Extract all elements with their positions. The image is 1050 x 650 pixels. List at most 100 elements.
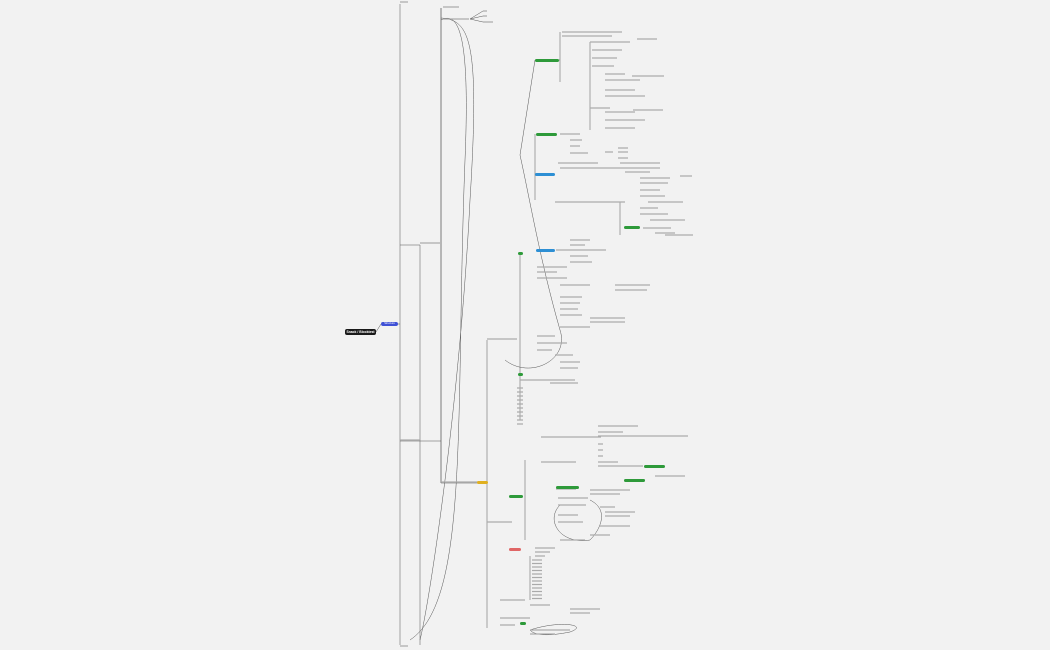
leaf-text-placeholder [560,326,590,328]
leaf-text-placeholder [598,435,688,437]
long-curve-1 [419,17,475,641]
connector-line [469,18,484,23]
leaf-text-placeholder [632,75,664,77]
leaf-text-placeholder [558,504,586,506]
leaf-text-placeholder [537,335,555,337]
leaf-text-placeholder [483,21,493,23]
leaf-text-placeholder [560,167,660,169]
branch-badge-green-6[interactable] [624,226,640,229]
leaf-text-placeholder [560,284,590,286]
branch-badge-green-7[interactable] [624,479,645,482]
leaf-text-placeholder [633,109,663,111]
leaf-text-placeholder [532,580,542,582]
main-topic-label: Structure [384,322,395,325]
leaf-text-placeholder [530,629,570,631]
leaf-text-placeholder [605,73,625,75]
leaf-text-placeholder [532,597,542,600]
branch-badge-green-1[interactable] [535,59,559,62]
leaf-text-placeholder [558,514,578,516]
leaf-text-placeholder [640,213,668,215]
leaf-text-placeholder [560,133,580,135]
leaf-text-placeholder [400,1,408,3]
leaf-text-placeholder [598,449,603,451]
branch-badge-red[interactable] [509,548,521,551]
leaf-text-placeholder [517,399,523,401]
branch-dot-green-3[interactable] [520,622,526,625]
leaf-text-placeholder [535,547,555,549]
leaf-text-placeholder [570,612,590,614]
branch-dot-green-2[interactable] [518,373,523,376]
leaf-text-placeholder [648,201,683,203]
leaf-text-placeholder [541,436,601,438]
leaf-text-placeholder [556,249,606,251]
connector-line [469,15,484,20]
leaf-text-placeholder [640,182,668,184]
leaf-text-placeholder [500,617,530,619]
leaf-text-placeholder [517,419,523,421]
leaf-text-placeholder [562,35,612,37]
leaf-text-placeholder [600,506,615,508]
leaf-text-placeholder [570,244,585,246]
leaf-text-placeholder [598,425,638,427]
root-topic[interactable]: Snack / Blocktest [345,329,376,335]
leaf-text-placeholder [520,379,550,381]
leaf-text-placeholder [570,255,588,257]
leaf-text-placeholder [598,465,643,467]
leaf-text-placeholder [530,633,555,635]
leaf-text-placeholder [570,239,590,241]
leaf-text-placeholder [562,31,622,33]
branch-badge-blue-2[interactable] [536,249,555,252]
leaf-text-placeholder [655,232,675,234]
leaf-text-placeholder [560,361,580,363]
leaf-text-placeholder [443,18,469,20]
leaf-text-placeholder [560,539,585,541]
leaf-text-placeholder [643,227,671,229]
leaf-text-placeholder [592,57,617,59]
leaf-text-placeholder [400,645,408,647]
branch-badge-green-2[interactable] [536,133,557,136]
leaf-text-placeholder [590,41,630,43]
root-topic-label: Snack / Blocktest [346,330,375,334]
main-topic[interactable]: Structure [381,322,398,326]
leaf-text-placeholder [555,201,625,203]
leaf-text-placeholder [618,157,628,159]
branch-dot-green[interactable] [518,252,523,255]
connector-line [469,10,484,20]
leaf-text-placeholder [541,461,576,463]
leaf-text-placeholder [570,152,588,154]
leaf-text-placeholder [558,497,588,499]
leaf-text-placeholder [570,608,600,610]
leaf-text-placeholder [517,423,523,425]
connector-line [519,59,536,156]
leaf-text-placeholder [625,171,650,173]
leaf-text-placeholder [640,189,660,191]
leaf-text-placeholder [560,296,582,298]
branch-badge-green-5[interactable] [644,465,665,468]
leaf-text-placeholder [605,515,630,517]
leaf-text-placeholder [532,559,542,561]
leaf-text-placeholder [615,284,650,286]
leaf-text-placeholder [618,147,628,149]
leaf-text-placeholder [487,521,512,523]
branch-badge-blue-1[interactable] [535,173,555,176]
leaf-text-placeholder [605,111,635,113]
leaf-text-placeholder [592,49,622,51]
leaf-text-placeholder [590,493,620,495]
leaf-text-placeholder [530,604,550,606]
leaf-text-placeholder [550,379,575,381]
mid-curve [504,154,562,369]
branch-badge-yellow[interactable] [477,481,488,484]
leaf-text-placeholder [517,411,523,413]
leaf-text-placeholder [535,555,545,557]
branch-badge-green-3[interactable] [509,495,523,498]
leaf-text-placeholder [620,162,660,164]
leaf-text-placeholder [637,38,657,40]
leaf-text-placeholder [483,15,487,17]
leaf-text-placeholder [560,302,580,304]
branch-badge-green-4[interactable] [556,486,579,489]
leaf-text-placeholder [517,387,523,389]
leaf-text-placeholder [532,569,542,572]
leaf-text-placeholder [556,488,576,490]
leaf-text-placeholder [590,317,625,319]
